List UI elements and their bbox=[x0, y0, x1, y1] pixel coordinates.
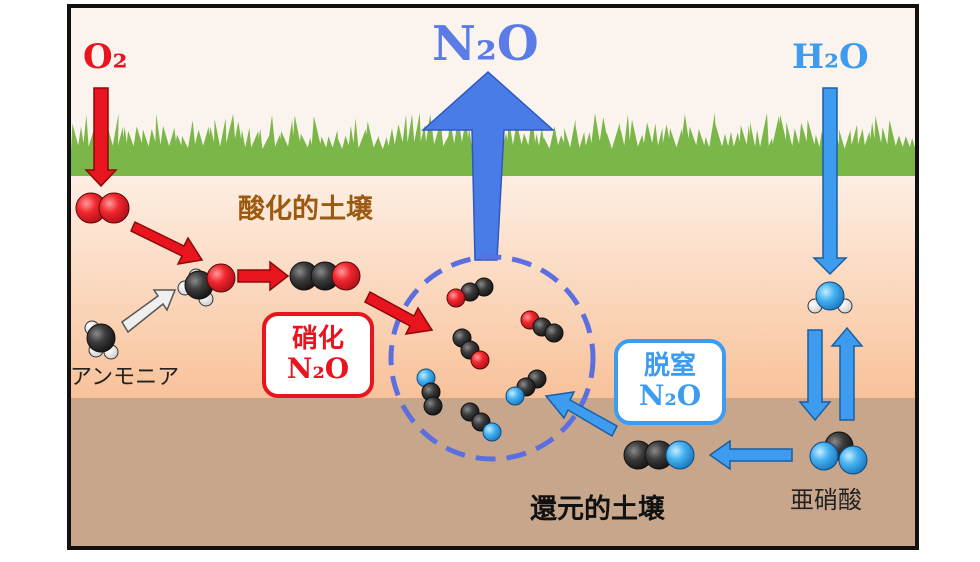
n2o-molecule-circle-1 bbox=[446, 277, 494, 308]
n2o-molecule-denitrification bbox=[623, 440, 695, 470]
oxidative-soil-label: 酸化的土壌 bbox=[238, 194, 373, 225]
n2o-emission-arrow bbox=[421, 70, 555, 261]
denitrification-box-title: 脱窒 bbox=[643, 351, 696, 382]
n2o-emission-label: N₂O bbox=[432, 16, 539, 72]
denitrification-arrow-2 bbox=[544, 391, 618, 438]
nitrous-acid-label: 亜硝酸 bbox=[790, 486, 862, 514]
o2-down-arrow bbox=[84, 87, 118, 188]
n2o-pool-circle bbox=[388, 254, 596, 462]
reducing-soil-layer bbox=[69, 398, 917, 548]
o2-molecule bbox=[75, 192, 130, 224]
nitrification-box-title: 硝化 bbox=[291, 324, 344, 355]
oxidation-arrow-2 bbox=[237, 260, 290, 292]
equilibrium-up-arrow bbox=[830, 326, 864, 421]
n2o-molecule-circle-5 bbox=[505, 369, 547, 406]
n2o-molecule-circle-4 bbox=[416, 368, 443, 416]
o2-label: O₂ bbox=[83, 37, 128, 77]
h2o-label: H₂O bbox=[792, 37, 869, 77]
equilibrium-down-arrow bbox=[798, 329, 832, 422]
reducing-soil-label: 還元的土壌 bbox=[530, 494, 665, 525]
ammonia-molecule bbox=[84, 320, 119, 360]
nitrification-n2o-box: 硝化 N₂O bbox=[262, 312, 374, 398]
denitrification-arrow-1 bbox=[708, 439, 793, 471]
oxidation-arrow-1 bbox=[130, 220, 204, 265]
h2o-down-arrow bbox=[812, 87, 848, 276]
n2o-molecule-circle-3 bbox=[452, 328, 490, 370]
hydroxylamine-molecule bbox=[177, 263, 236, 307]
nitrification-box-n2o: N₂O bbox=[286, 351, 350, 385]
frame-border bbox=[67, 4, 919, 550]
denitrification-box-n2o: N₂O bbox=[638, 378, 702, 412]
n2o-molecule-circle-2 bbox=[520, 310, 564, 343]
nitrous-acid-molecule bbox=[809, 431, 868, 475]
ammonia-label: アンモニア bbox=[70, 365, 180, 390]
nitrous-acid-intermediate-molecule bbox=[807, 281, 853, 314]
n2o-molecule-nitrification bbox=[289, 261, 361, 291]
n2o-molecule-circle-6 bbox=[460, 402, 502, 442]
ammonia-oxidation-arrow bbox=[121, 289, 177, 334]
nitrification-arrow bbox=[364, 290, 434, 335]
denitrification-n2o-box: 脱窒 N₂O bbox=[614, 339, 726, 425]
